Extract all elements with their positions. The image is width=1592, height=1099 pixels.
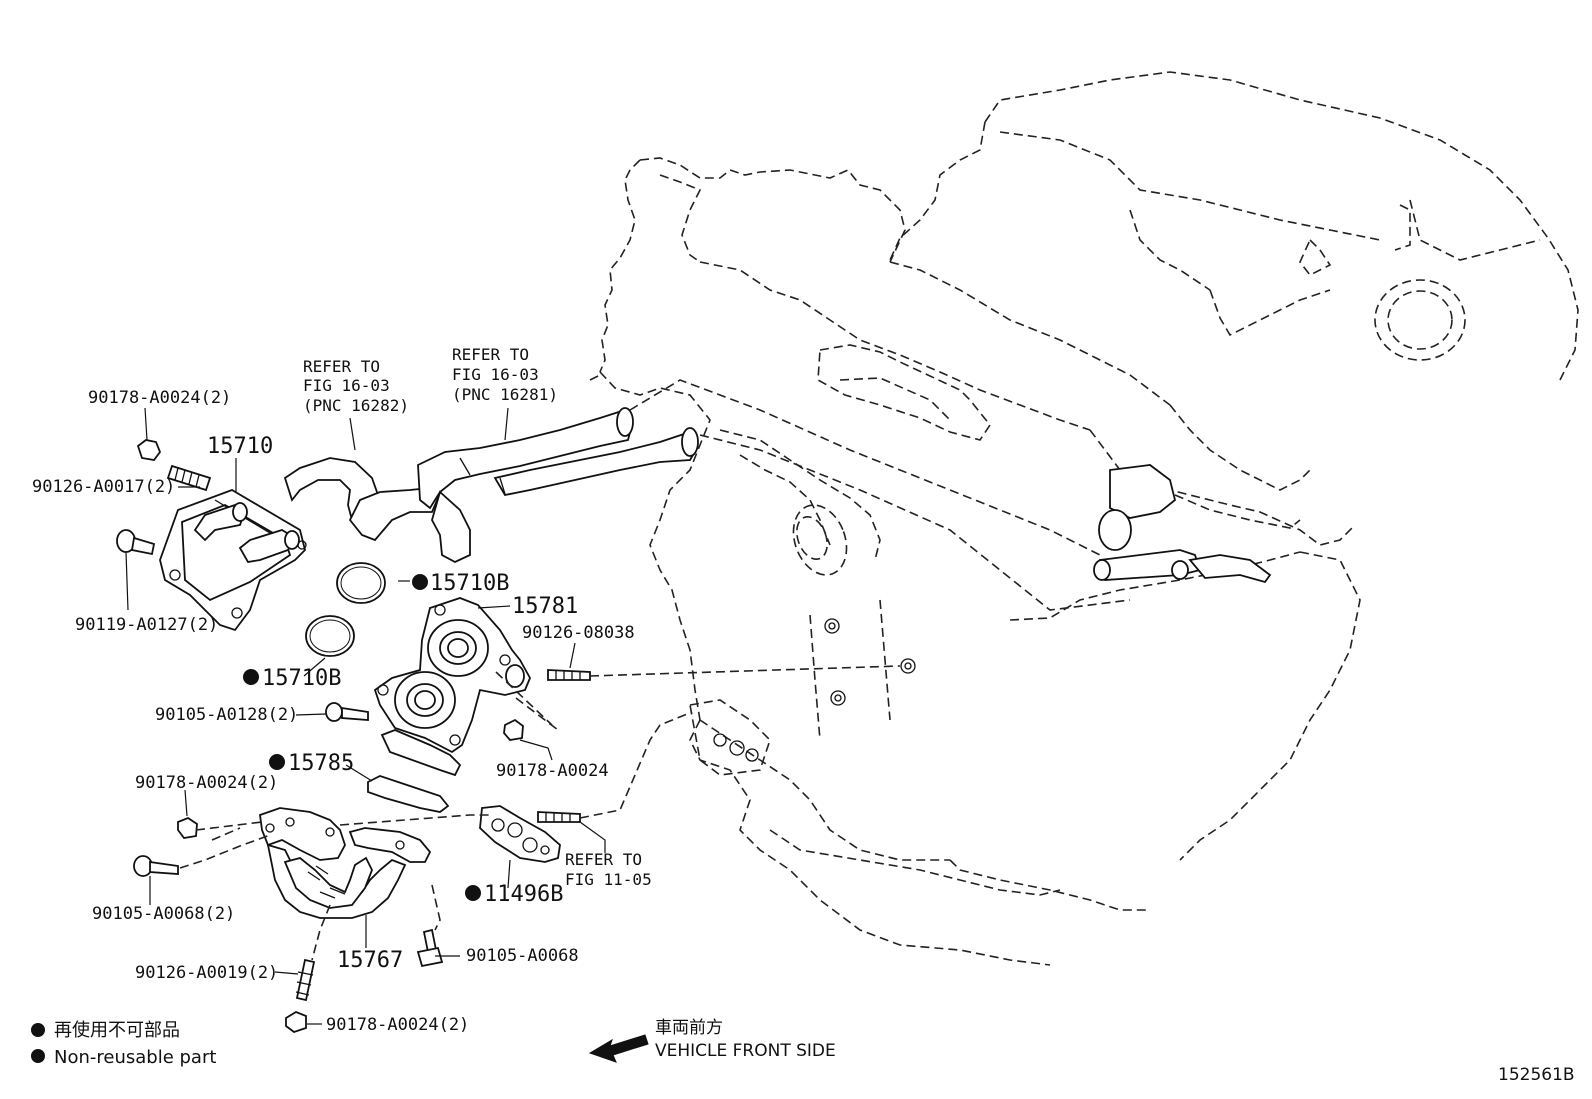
nonreusable-marker (412, 574, 428, 590)
ref3-line1: REFER TO (565, 850, 642, 869)
front-label-en: VEHICLE FRONT SIDE (655, 1041, 836, 1061)
ref1-line3: (PNC 16282) (303, 396, 409, 415)
ref2-line1: REFER TO (452, 345, 529, 364)
coolant-hoses (283, 407, 699, 564)
oil-cooler-15710 (159, 489, 307, 632)
reference-labels: REFER TO FIG 16-03 (PNC 16282) REFER TO … (303, 345, 652, 889)
ref3-line2: FIG 11-05 (565, 870, 652, 889)
nonreusable-marker (465, 885, 481, 901)
ref2-line2: FIG 16-03 (452, 365, 539, 384)
legend-marker-en (31, 1049, 45, 1063)
label-90105-a0068: 90105-A0068 (466, 946, 579, 966)
engine-outline (589, 71, 1579, 966)
ref1-line2: FIG 16-03 (303, 376, 390, 395)
ref2-line3: (PNC 16281) (452, 385, 558, 404)
fasteners (116, 439, 591, 1034)
nonreusable-marker (269, 754, 285, 770)
label-15710b-a: 15710B (430, 571, 509, 596)
front-arrow-icon (588, 1034, 649, 1063)
label-90105-a0068-2: 90105-A0068(2) (92, 904, 235, 924)
label-90178-a0024-2-bottom: 90178-A0024(2) (326, 1015, 469, 1035)
label-90105-a0128-2: 90105-A0128(2) (155, 705, 298, 725)
oil-cooler-bracket-15781 (373, 597, 531, 777)
legend-nonreusable-jp: 再使用不可部品 (54, 1020, 180, 1041)
label-15710: 15710 (207, 434, 273, 459)
ref1-line1: REFER TO (303, 357, 380, 376)
label-90126-08038: 90126-08038 (522, 623, 635, 643)
vehicle-front-indicator: 車両前方 VEHICLE FRONT SIDE (588, 1018, 836, 1063)
part-labels: 90178-A0024(2) 15710 90126-A0017(2) 9011… (32, 388, 635, 1035)
label-90178-a0024-2-mid: 90178-A0024(2) (135, 773, 278, 793)
label-90126-a0017-2: 90126-A0017(2) (32, 477, 175, 497)
o-rings-15710b (305, 562, 386, 657)
front-label-jp: 車両前方 (655, 1018, 723, 1038)
label-90178-a0024: 90178-A0024 (496, 761, 609, 781)
legend: 再使用不可部品 Non-reusable part (31, 1020, 216, 1068)
legend-nonreusable-en: Non-reusable part (54, 1047, 216, 1068)
leader-lines (125, 407, 901, 1025)
gasket-11496b (479, 805, 561, 863)
legend-marker-jp (31, 1023, 45, 1037)
label-90119-a0127-2: 90119-A0127(2) (75, 615, 218, 635)
label-11496b: 11496B (484, 882, 563, 907)
figure-id: 152561B (1498, 1065, 1575, 1085)
pipe-assy-15767 (259, 807, 432, 919)
nonreusable-marker (243, 669, 259, 685)
label-15767: 15767 (337, 948, 403, 973)
label-15785: 15785 (288, 751, 354, 776)
gasket-15785 (367, 775, 450, 813)
label-15781: 15781 (512, 594, 578, 619)
label-90126-a0019-2: 90126-A0019(2) (135, 963, 278, 983)
label-90178-a0024-2-top: 90178-A0024(2) (88, 388, 231, 408)
label-15710b-b: 15710B (262, 666, 341, 691)
